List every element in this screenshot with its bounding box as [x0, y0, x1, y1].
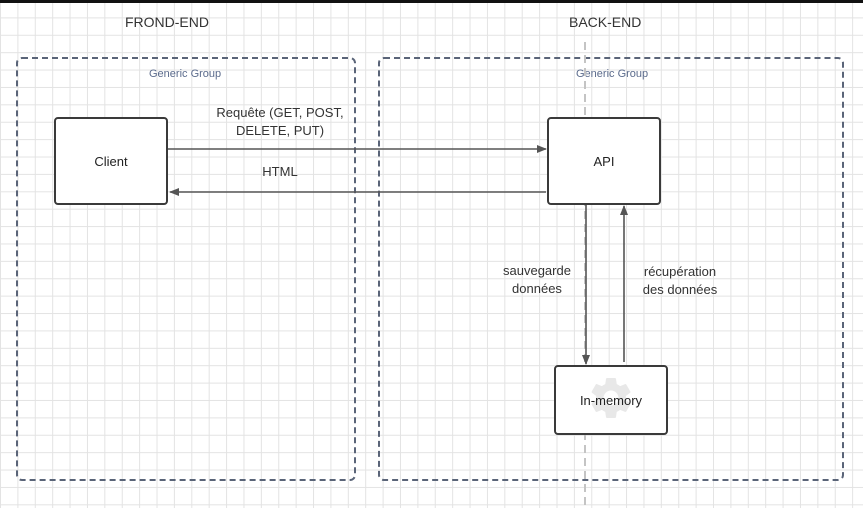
save-label-line2: données — [512, 281, 562, 296]
request-label: Requête (GET, POST, DELETE, PUT) — [196, 104, 364, 140]
retrieve-label: récupération des données — [632, 263, 728, 299]
frontend-title: FROND-END — [125, 14, 209, 30]
html-label: HTML — [262, 164, 298, 179]
backend-group[interactable]: Generic Group — [378, 57, 844, 481]
save-label: sauvegarde données — [494, 262, 580, 298]
frontend-group[interactable]: Generic Group — [16, 57, 356, 481]
inmemory-label: In-memory — [579, 392, 643, 408]
request-label-line1: Requête (GET, POST, — [216, 105, 344, 120]
save-label-line1: sauvegarde — [503, 263, 571, 278]
api-node[interactable]: API — [547, 117, 661, 205]
client-label: Client — [94, 153, 128, 169]
retrieve-label-line1: récupération — [643, 264, 717, 279]
api-label: API — [593, 153, 615, 169]
backend-title: BACK-END — [569, 14, 642, 30]
top-border — [0, 0, 863, 3]
inmemory-node[interactable]: In-memory — [554, 365, 668, 435]
gear-icon — [591, 378, 631, 418]
request-label-line2: DELETE, PUT) — [235, 123, 325, 138]
retrieve-label-line2: des données — [642, 282, 718, 297]
frontend-group-label: Generic Group — [149, 68, 222, 80]
client-node[interactable]: Client — [54, 117, 168, 205]
backend-group-label: Generic Group — [576, 68, 649, 80]
